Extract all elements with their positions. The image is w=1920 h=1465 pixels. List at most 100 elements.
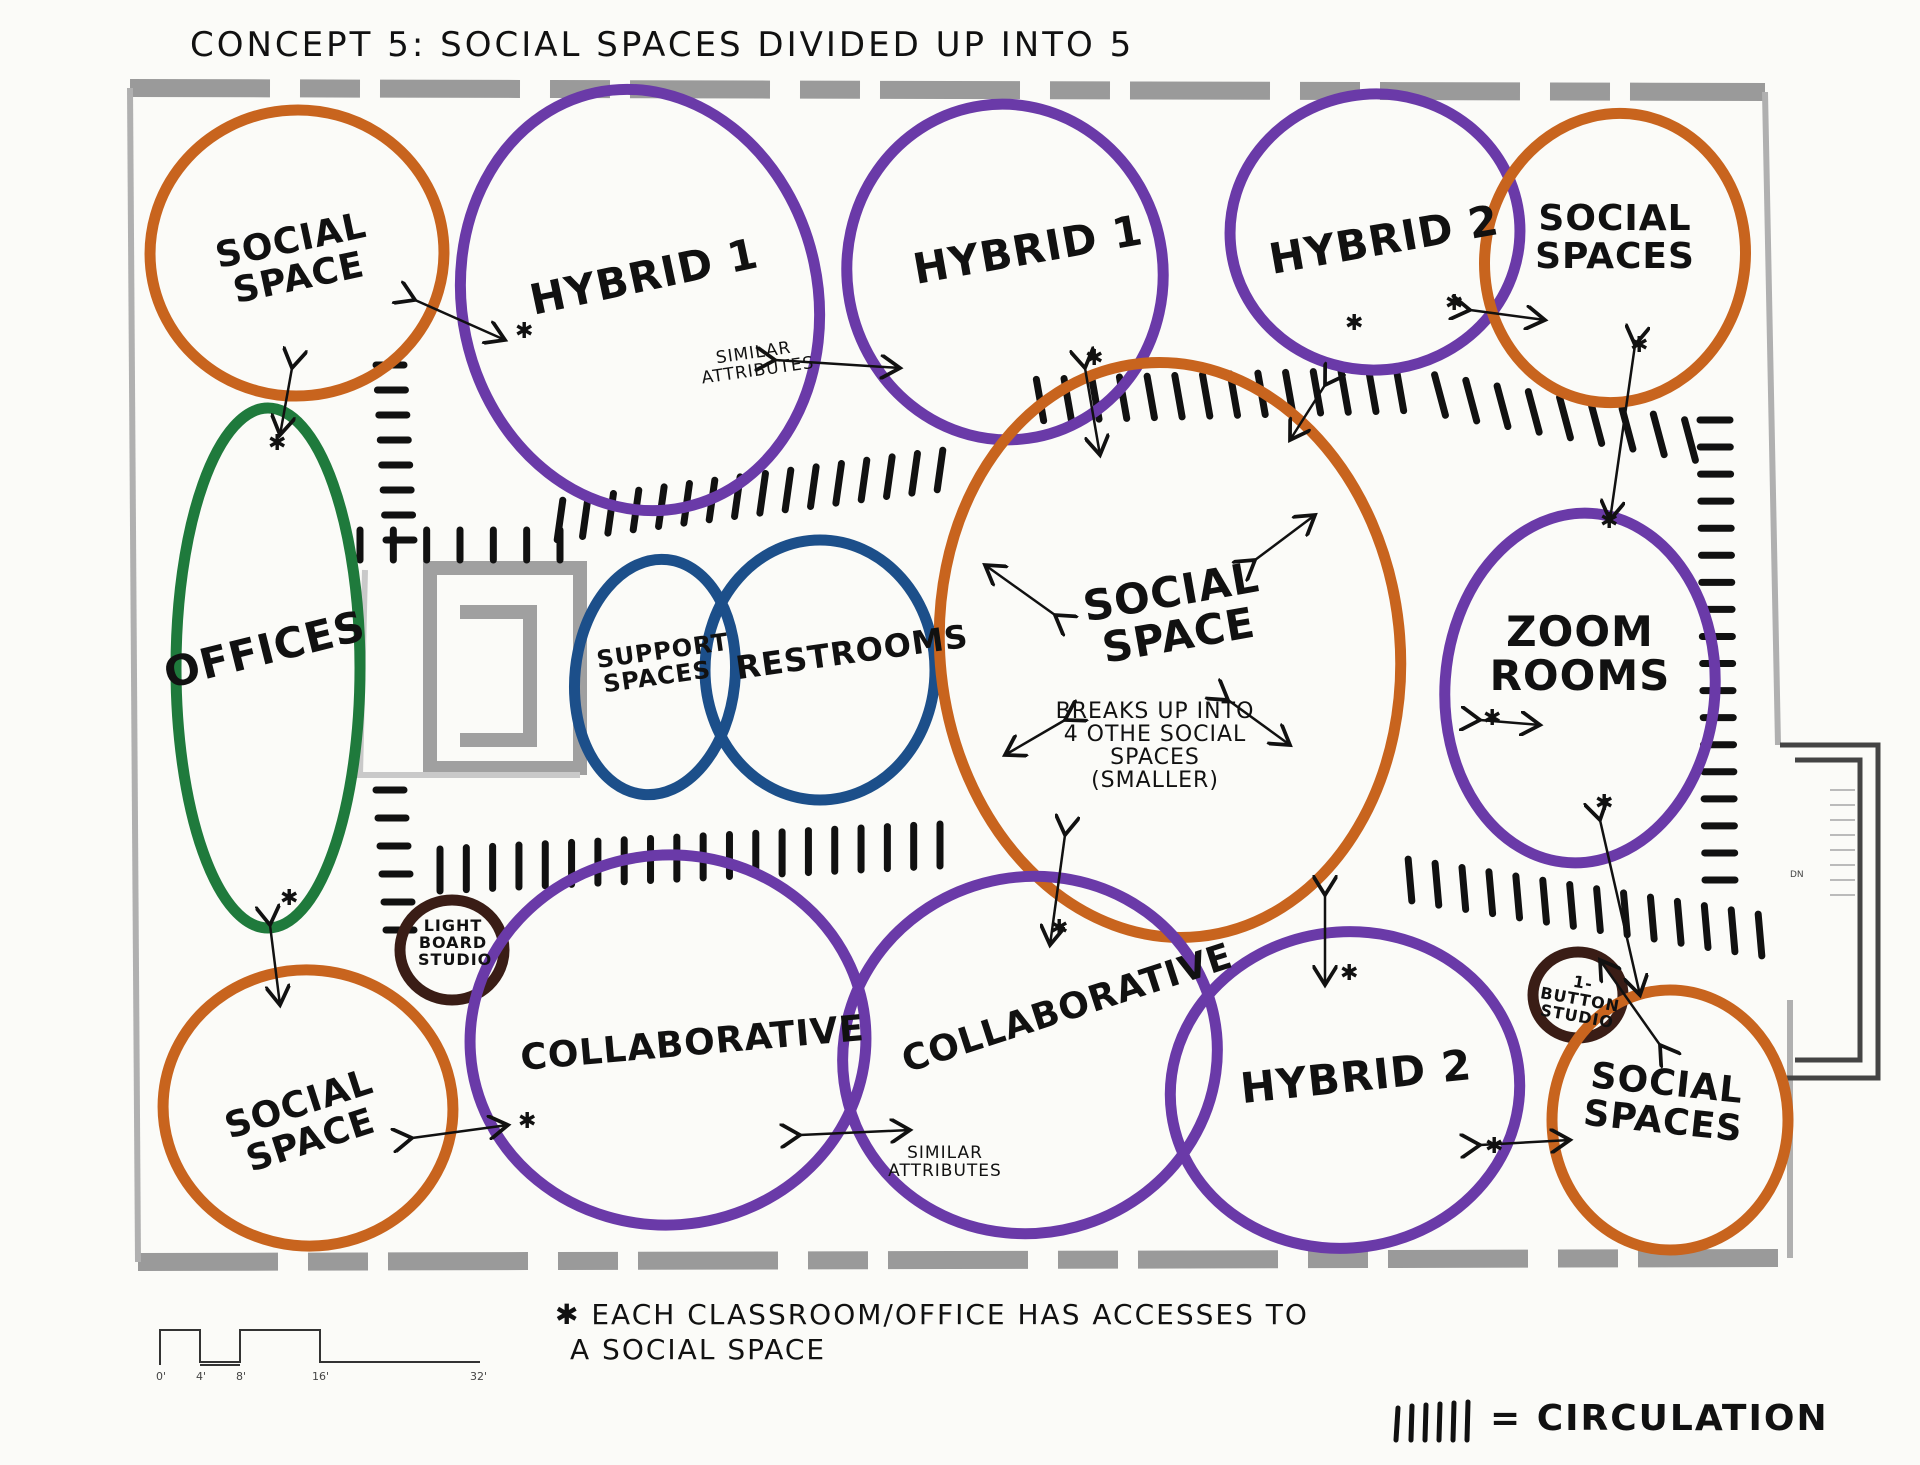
access-star-icon: ✱ bbox=[1050, 916, 1068, 941]
circulation-mark bbox=[1539, 876, 1550, 926]
footnote-line2: A SOCIAL SPACE bbox=[570, 1333, 827, 1366]
bubble-restrooms bbox=[699, 534, 941, 806]
access-star-icon: ✱ bbox=[1445, 291, 1463, 316]
circulation-mark bbox=[1593, 885, 1604, 935]
circulation-mark bbox=[908, 450, 921, 497]
circulation-mark bbox=[1431, 859, 1443, 909]
connector-arrow bbox=[1255, 515, 1315, 560]
circulation-mark bbox=[1727, 906, 1739, 956]
connector-arrow bbox=[415, 300, 505, 340]
bubble-social-spaces-tr bbox=[1479, 107, 1751, 409]
bubble-hybrid1-b bbox=[841, 98, 1169, 446]
access-star-icon: ✱ bbox=[280, 886, 298, 911]
circulation-mark bbox=[1404, 855, 1416, 905]
access-stars: ✱ ✱ ✱ ✱ ✱ ✱ ✱ ✱ ✱ ✱ ✱ ✱ ✱ ✱ bbox=[268, 291, 1648, 1159]
access-star-icon: ✱ bbox=[1595, 791, 1613, 816]
connector-arrow bbox=[1005, 720, 1065, 755]
access-star-icon: ✱ bbox=[1600, 509, 1618, 534]
connector-arrow bbox=[1050, 835, 1065, 945]
circulation-mark bbox=[1524, 388, 1543, 436]
legend-circulation: = CIRCULATION bbox=[1490, 1398, 1829, 1439]
stair-treads bbox=[1830, 789, 1855, 896]
access-star-icon: ✱ bbox=[1085, 346, 1103, 371]
scale-tick: 0' bbox=[156, 1370, 167, 1383]
bubble-collaborative-a bbox=[464, 849, 872, 1231]
circulation-mark bbox=[579, 493, 592, 540]
access-star-icon: ✱ bbox=[1485, 1134, 1503, 1159]
connector-arrow bbox=[985, 565, 1055, 615]
label-light-board-studio: LIGHT BOARD STUDIO bbox=[418, 916, 493, 969]
connector-arrow bbox=[1480, 720, 1540, 725]
circulation-mark bbox=[807, 463, 820, 510]
connector-arrow bbox=[1085, 368, 1100, 455]
connector-arrow bbox=[1228, 700, 1290, 745]
bubble-light-board-studio bbox=[394, 894, 510, 1006]
connector-arrow bbox=[1600, 960, 1660, 1045]
access-star-icon: ✱ bbox=[1483, 706, 1501, 731]
access-star-icon: ✱ bbox=[268, 431, 286, 456]
page-title: CONCEPT 5: SOCIAL SPACES DIVIDED UP INTO… bbox=[190, 25, 1135, 65]
circulation-mark bbox=[1199, 371, 1214, 420]
bubble-support-spaces bbox=[568, 553, 742, 801]
stair-annex bbox=[1780, 742, 1881, 1081]
legend-hatch bbox=[1393, 1399, 1471, 1443]
circulation-mark bbox=[1700, 902, 1712, 951]
bubble-hybrid2-top bbox=[1224, 88, 1526, 376]
connector-arrow bbox=[1470, 310, 1545, 320]
connector-arrow bbox=[775, 360, 900, 368]
label-zoom-rooms: ZOOM ROOMS bbox=[1489, 607, 1671, 701]
connector-arrow bbox=[1610, 345, 1635, 520]
scale-bar bbox=[159, 1329, 480, 1366]
door-label: DN bbox=[1790, 870, 1804, 880]
bubble-collaborative-b bbox=[837, 870, 1223, 1240]
connector-arrow bbox=[270, 925, 280, 1005]
bubble-social-space-center bbox=[933, 357, 1407, 943]
connector-arrow bbox=[800, 1130, 910, 1135]
circulation-mark bbox=[832, 460, 845, 507]
footnote-line1: ✱ EACH CLASSROOM/OFFICE HAS ACCESSES TO bbox=[555, 1298, 1309, 1331]
circulation-mark bbox=[756, 470, 769, 517]
circulation-mark bbox=[1754, 910, 1766, 960]
circulation-mark bbox=[1462, 376, 1481, 425]
scale-tick: 16' bbox=[312, 1370, 330, 1383]
circulation-mark bbox=[1587, 399, 1606, 447]
core-block bbox=[423, 561, 587, 775]
connector-arrows bbox=[270, 300, 1660, 1145]
circulation-mark bbox=[781, 466, 795, 514]
circulation-mark bbox=[1681, 416, 1699, 464]
access-star-icon: ✱ bbox=[1345, 311, 1363, 336]
circulation-mark bbox=[1512, 872, 1524, 922]
circulation-mark bbox=[883, 453, 896, 500]
connector-arrow bbox=[1290, 385, 1325, 440]
circulation-mark bbox=[1673, 897, 1685, 947]
scale-tick: 8' bbox=[236, 1370, 247, 1383]
bubble-zoom-rooms bbox=[1439, 507, 1721, 869]
access-star-icon: ✱ bbox=[1630, 333, 1648, 358]
label-social-center-note: BREAKS UP INTO 4 OTHE SOCIAL SPACES (SMA… bbox=[1055, 699, 1255, 794]
circulation-mark bbox=[1171, 371, 1186, 421]
circulation-mark bbox=[1337, 367, 1352, 416]
bubble-social-space-tl bbox=[144, 104, 450, 402]
circulation-mark bbox=[1566, 880, 1577, 930]
circulation-mark bbox=[1392, 365, 1408, 415]
circulation-mark bbox=[933, 446, 947, 494]
circulation-mark bbox=[1431, 371, 1449, 419]
circulation-mark bbox=[1556, 393, 1574, 442]
access-star-icon: ✱ bbox=[1340, 961, 1358, 986]
scale-tick: 32' bbox=[470, 1370, 488, 1383]
circulation-mark bbox=[1485, 868, 1497, 918]
access-star-icon: ✱ bbox=[515, 319, 533, 344]
annotation-similar-bottom: SIMILAR ATTRIBUTES bbox=[888, 1143, 1002, 1181]
label-social-spaces-tr: SOCIAL SPACES bbox=[1535, 198, 1695, 277]
scale-tick: 4' bbox=[196, 1370, 207, 1383]
connector-arrow bbox=[1480, 1140, 1570, 1145]
circulation-mark bbox=[1493, 382, 1512, 431]
circulation-mark bbox=[1649, 410, 1668, 459]
circulation-mark bbox=[1646, 893, 1658, 943]
access-star-icon: ✱ bbox=[518, 1109, 536, 1134]
circulation-mark bbox=[857, 456, 871, 504]
circulation-mark bbox=[1458, 864, 1470, 913]
circulation-mark bbox=[1143, 372, 1158, 422]
floor-plan-walls bbox=[129, 79, 1791, 1271]
